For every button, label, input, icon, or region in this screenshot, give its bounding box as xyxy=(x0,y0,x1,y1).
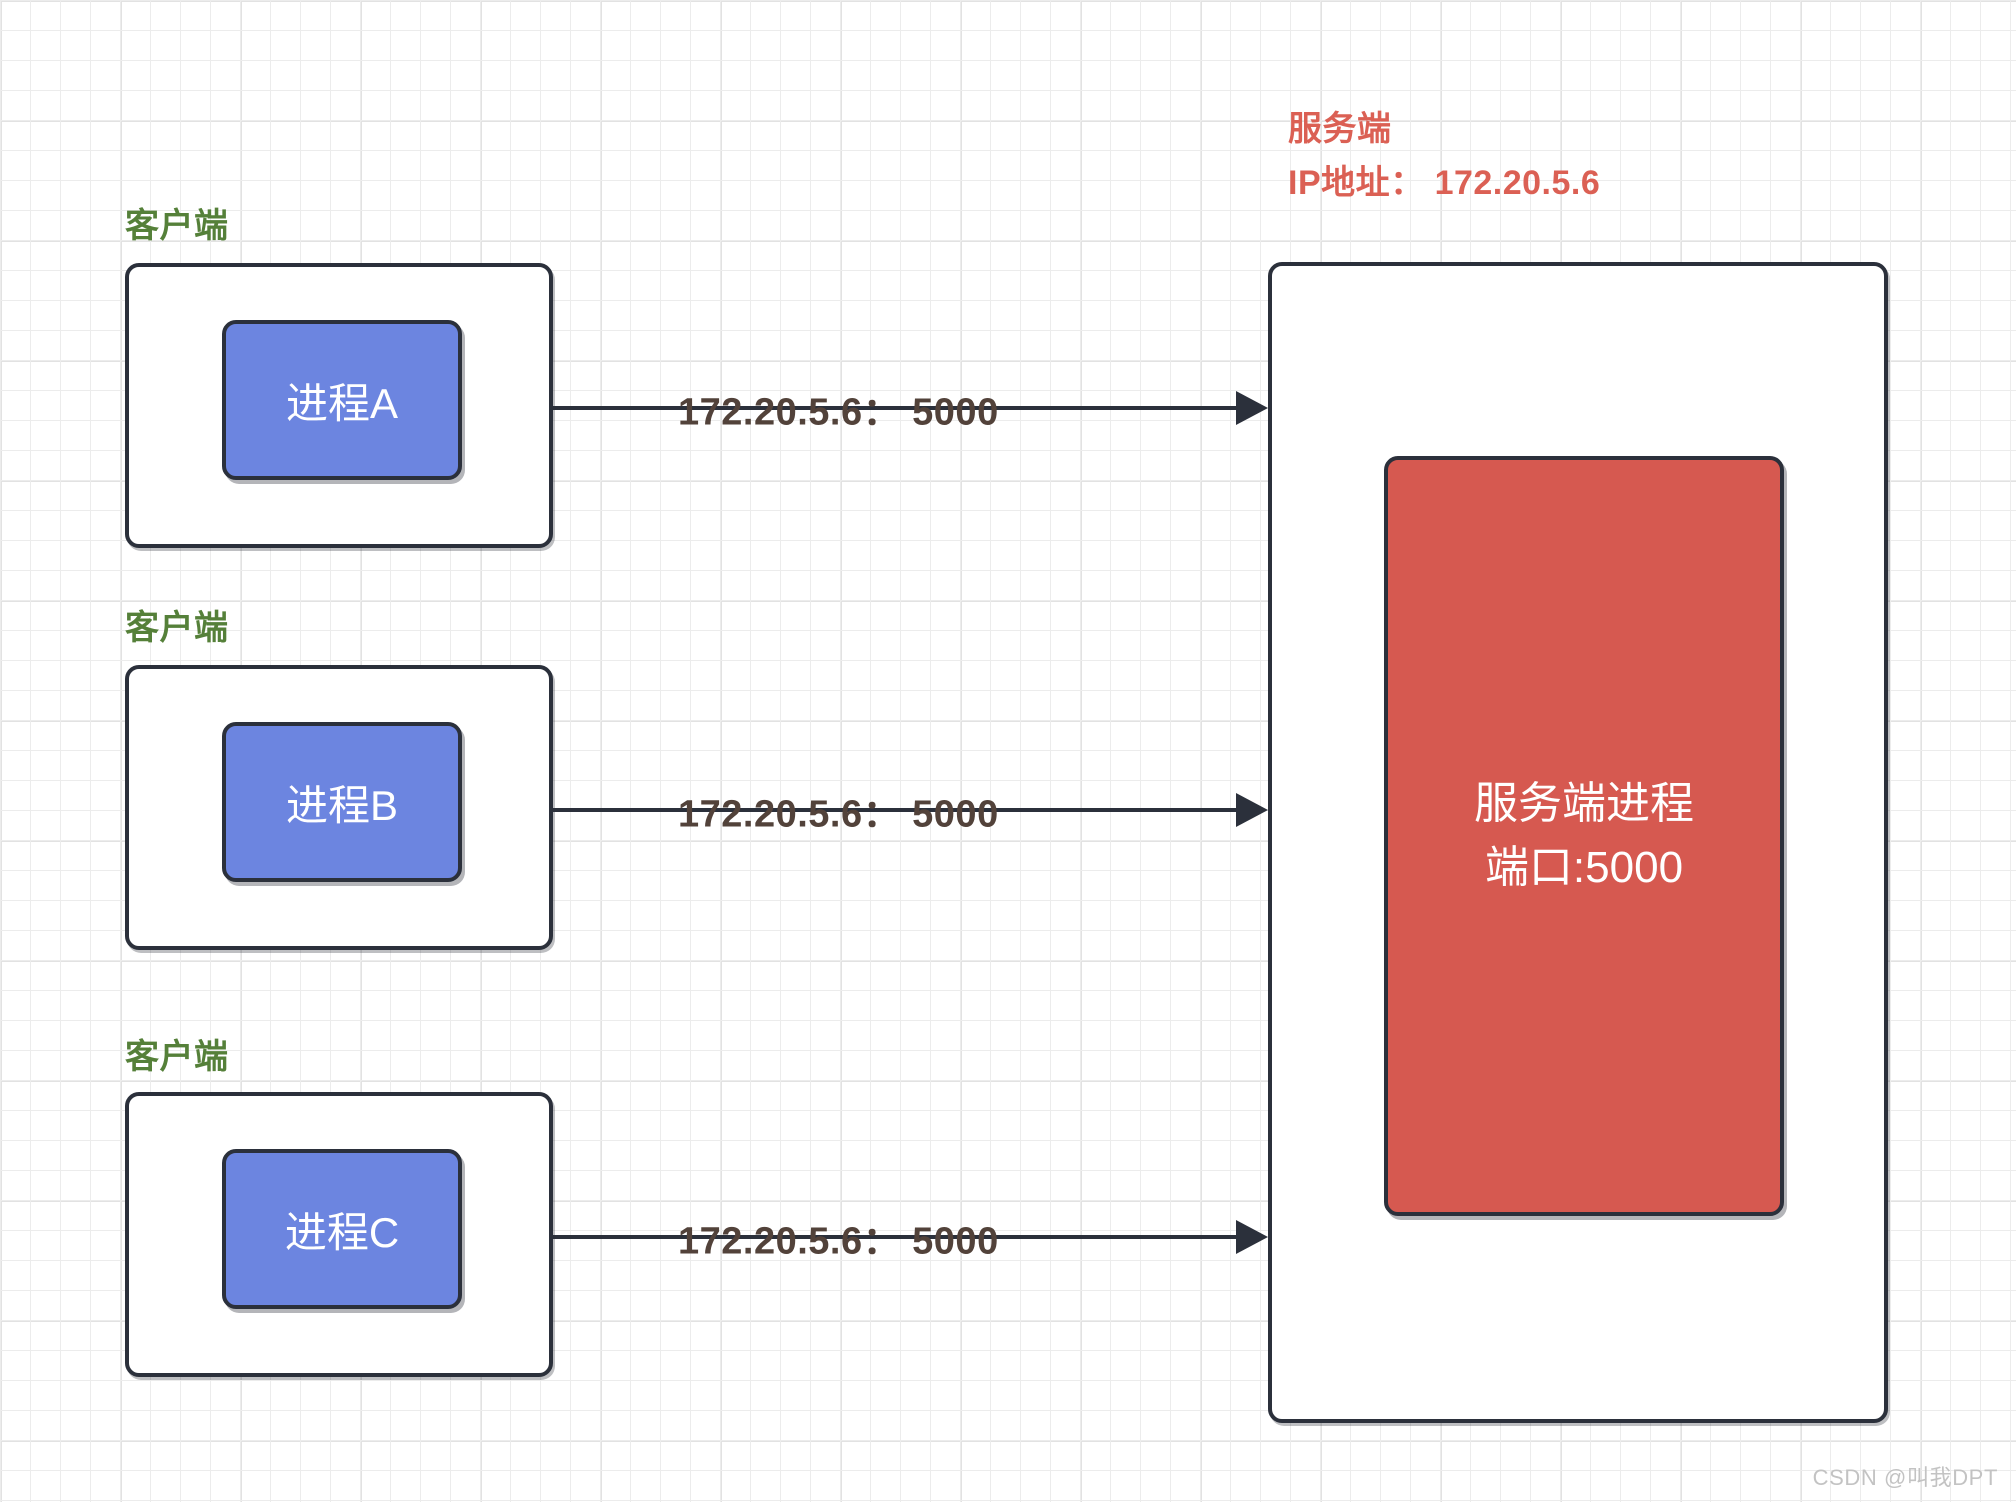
server-process-label-line2: 端口:5000 xyxy=(1484,843,1684,892)
arrow-line-2 xyxy=(553,808,1236,812)
csdn-watermark: CSDN @叫我DPT xyxy=(1812,1465,1998,1490)
client-label-3: 客户端 xyxy=(125,1038,229,1076)
process-box-b[interactable]: 进程B xyxy=(222,722,462,882)
arrow-head-3 xyxy=(1236,1220,1268,1254)
process-box-c-label: 进程C xyxy=(284,1208,400,1256)
client-box-3[interactable]: 进程C xyxy=(125,1092,553,1377)
arrow-head-1 xyxy=(1236,391,1268,425)
server-label-line2: IP地址： 172.20.5.6 xyxy=(1288,164,1601,202)
arrow-label-2: 172.20.5.6： 5000 xyxy=(678,793,999,836)
server-box[interactable]: 服务端进程 端口:5000 xyxy=(1268,262,1888,1423)
arrow-line-1 xyxy=(553,406,1236,410)
server-process-label-line1: 服务端进程 xyxy=(1474,779,1694,829)
process-box-b-label: 进程B xyxy=(285,781,398,829)
client-box-1[interactable]: 进程A xyxy=(125,263,553,548)
client-label-1: 客户端 xyxy=(125,207,229,245)
arrow-label-3: 172.20.5.6： 5000 xyxy=(678,1220,999,1263)
process-box-a-label: 进程A xyxy=(285,379,398,427)
arrow-head-2 xyxy=(1236,793,1268,827)
process-box-c[interactable]: 进程C xyxy=(222,1149,462,1309)
client-box-2[interactable]: 进程B xyxy=(125,665,553,950)
process-box-a[interactable]: 进程A xyxy=(222,320,462,480)
server-process-box[interactable]: 服务端进程 端口:5000 xyxy=(1384,456,1784,1216)
server-label-line1: 服务端 xyxy=(1288,110,1392,148)
client-label-2: 客户端 xyxy=(125,609,229,647)
arrow-line-3 xyxy=(553,1235,1236,1239)
arrow-label-1: 172.20.5.6： 5000 xyxy=(678,391,999,434)
